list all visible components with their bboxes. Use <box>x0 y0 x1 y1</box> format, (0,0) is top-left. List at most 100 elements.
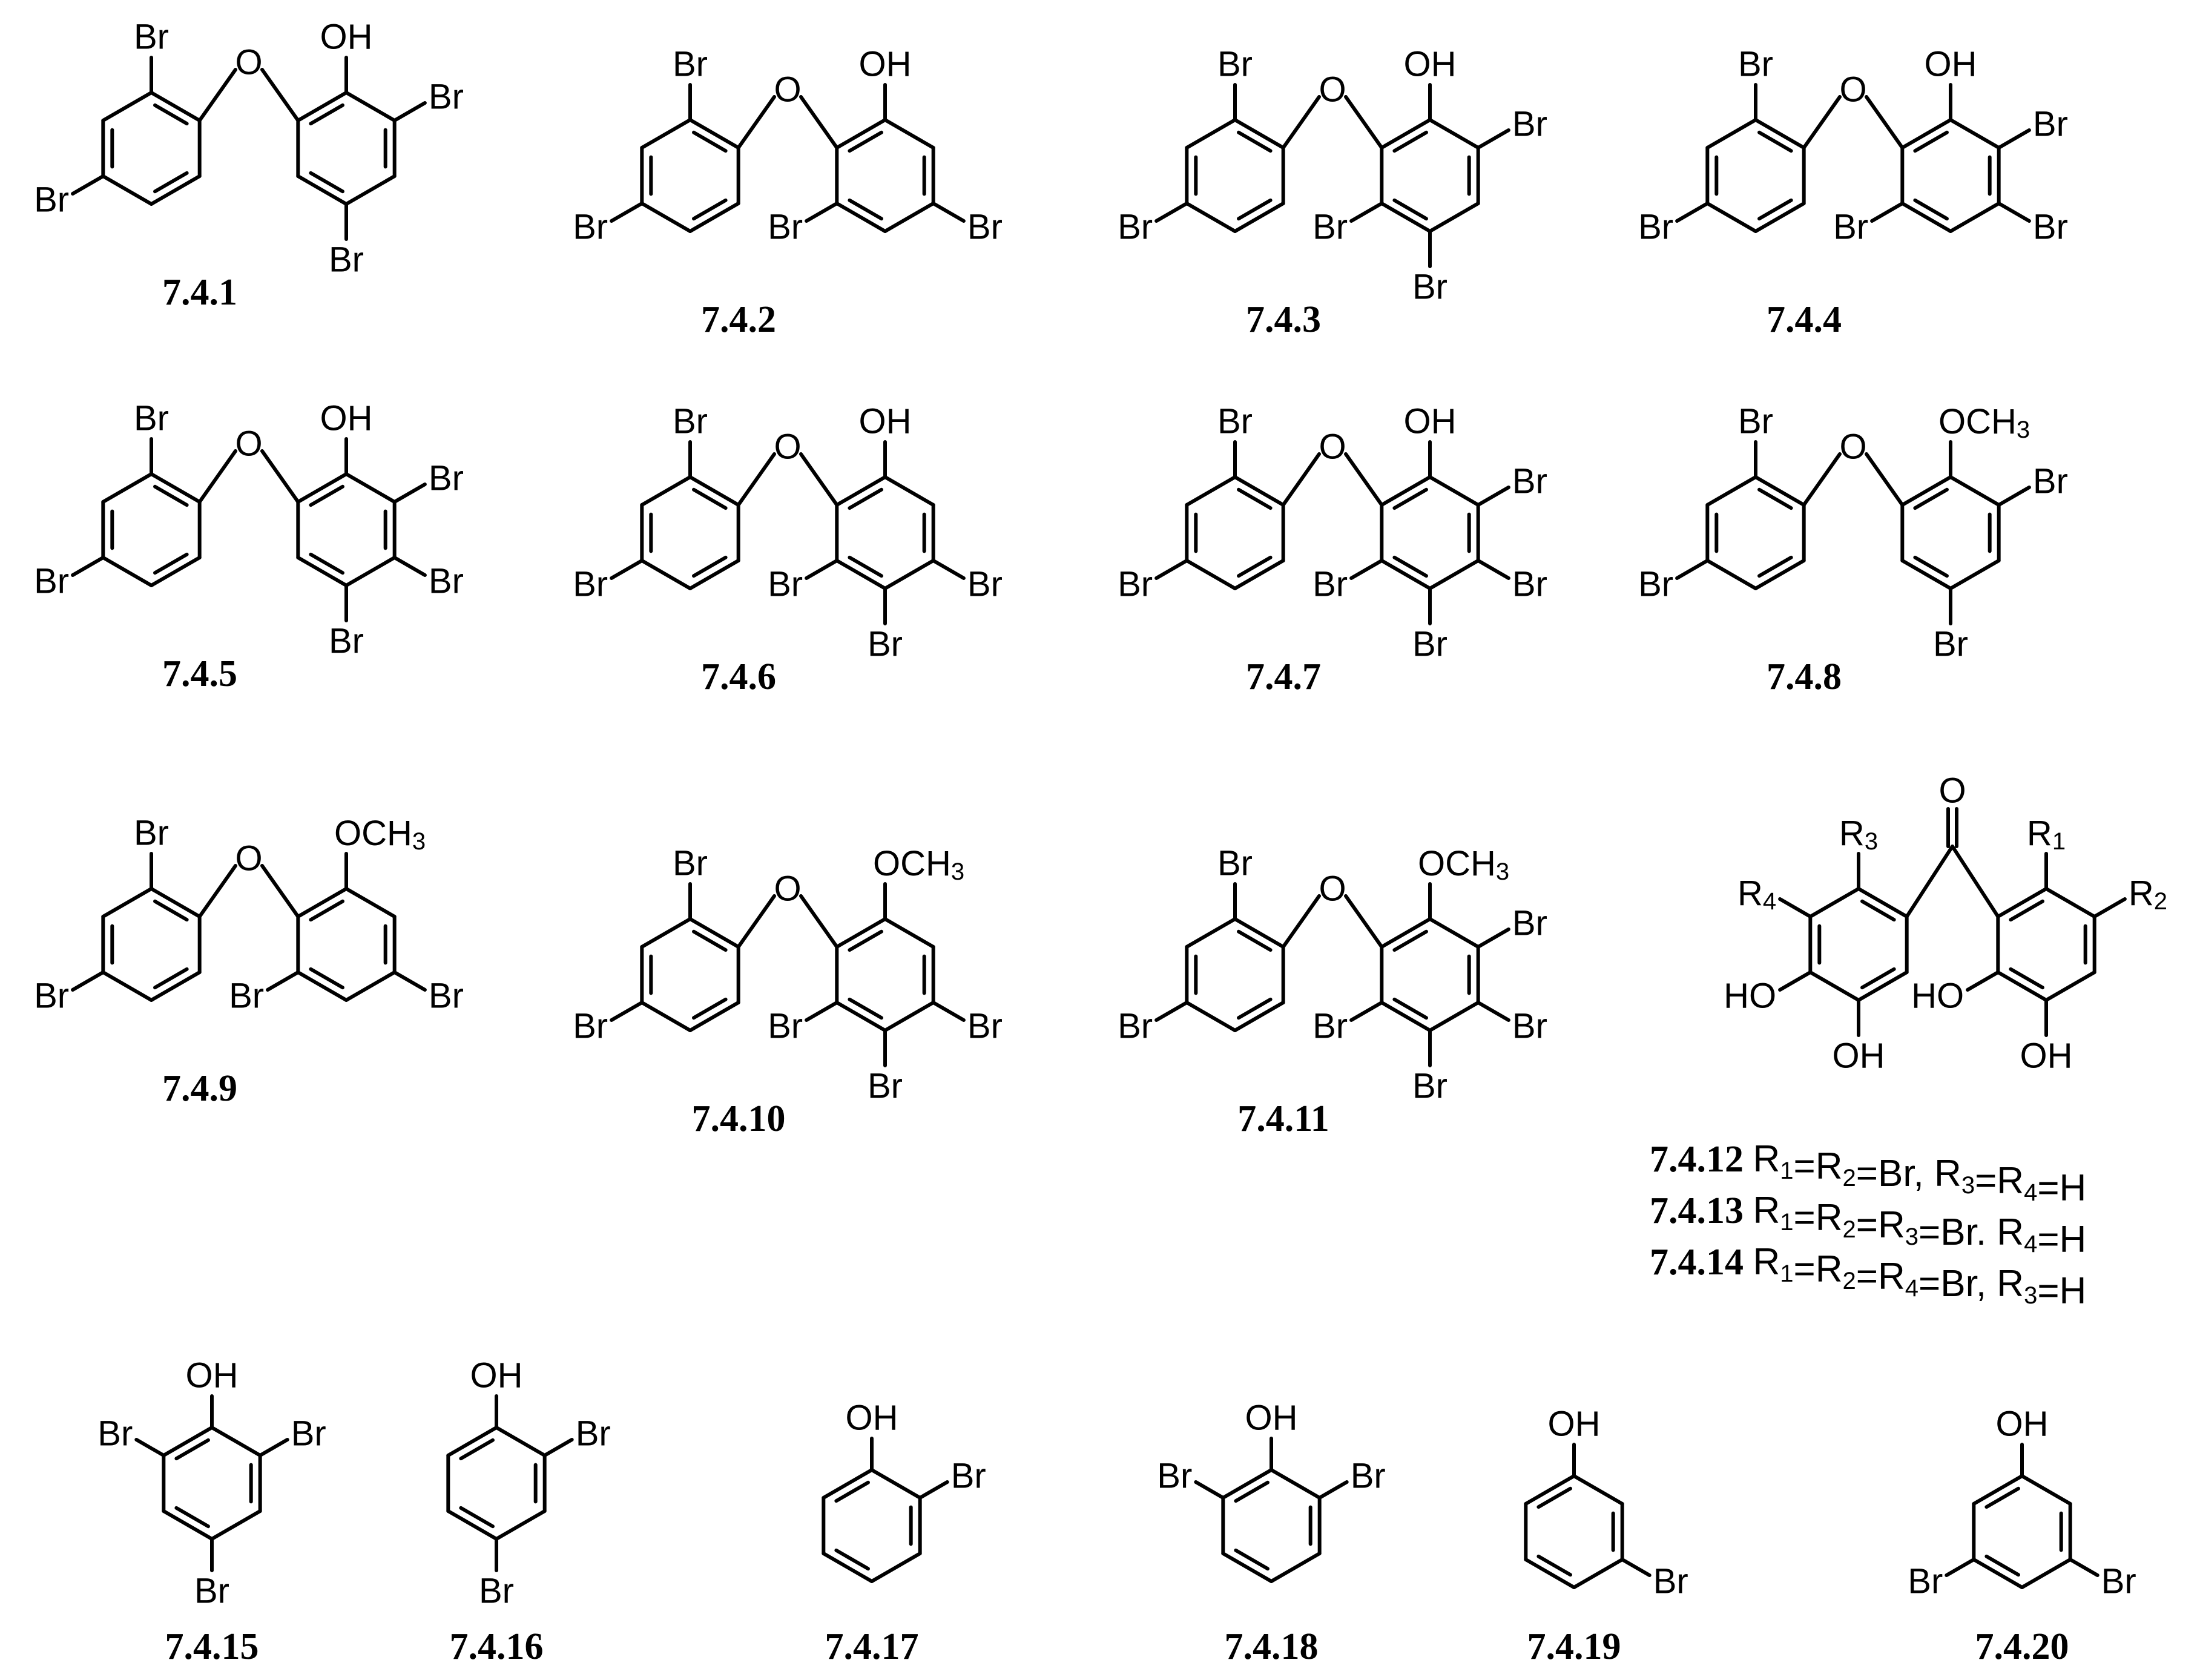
left-ring-double-bond <box>153 552 189 575</box>
left-ring-bond <box>640 1001 692 1032</box>
carbonyl-bond <box>1951 845 2000 918</box>
left-ring-double-bond <box>153 967 189 990</box>
bromo-substituent: Br <box>1118 208 1153 247</box>
left-ring-bond <box>1754 202 1806 233</box>
bromo-substituent: Br <box>1118 565 1153 604</box>
ether-oxygen: O <box>1319 869 1346 909</box>
right-ring-bond <box>344 887 397 918</box>
left-ring-bond <box>1185 475 1237 507</box>
bromo-substituent: Br <box>951 1457 986 1496</box>
compound-id: 7.4.8 <box>1767 656 1842 697</box>
phenol-ring-bond <box>1572 1474 1624 1506</box>
left-ring-bond <box>101 472 153 504</box>
bromo-substituent: Br <box>673 402 708 441</box>
right-ring-double-bond <box>1392 997 1428 1020</box>
ether-bond <box>799 95 839 150</box>
bromo-substituent: Br <box>134 814 169 853</box>
right-ring-double-bond <box>848 929 883 952</box>
left-ring-bond <box>1754 475 1806 507</box>
right-ring-bond <box>296 556 348 587</box>
right-ring-bond <box>1380 202 1432 233</box>
phenol-ring-double-bond <box>1984 1486 2020 1509</box>
phenol-ring-double-bond <box>1984 1554 2020 1577</box>
bromo-substituent: Br <box>1312 565 1348 604</box>
phenol-ring-bond <box>1221 1552 1273 1583</box>
bromo-substituent: Br <box>573 1007 608 1046</box>
ether-oxygen: O <box>235 839 262 878</box>
bromo-substituent: Br <box>1512 105 1547 144</box>
bromo-substituent: Br <box>967 565 1003 604</box>
ether-bond <box>1281 894 1321 949</box>
hydroxyl-substituent: OH <box>1404 45 1457 84</box>
left-ring-bond <box>640 475 692 507</box>
right-ring-bond <box>1380 917 1432 949</box>
phenol-ring-bond <box>822 1468 874 1500</box>
left-ring-bond <box>1857 887 1909 918</box>
left-ring-double-bond <box>1237 929 1273 952</box>
bromo-substituent: Br <box>1638 208 1673 247</box>
bromo-substituent-bond <box>1870 202 1905 223</box>
compound-id: 7.4.6 <box>701 656 776 697</box>
bromo-substituent: Br <box>1738 45 1773 84</box>
bromo-substituent: Br <box>1412 268 1447 307</box>
compound-id: 7.4.7 <box>1246 656 1321 697</box>
compound-id: 7.4.1 <box>162 272 237 313</box>
left-ring-double-bond <box>1757 487 1793 510</box>
right-ring-double-bond <box>1913 130 1949 153</box>
bromo-substituent-bond <box>392 483 427 504</box>
bromo-substituent-bond <box>1349 1001 1384 1022</box>
right-ring-bond <box>344 174 397 206</box>
left-ring-bond <box>1808 970 1860 1002</box>
right-ring-bond <box>344 91 397 122</box>
label-layer: OBrBrOHBrBrOBrBrOHBrBrOBrBrOHBrBrBrOBrBr… <box>34 18 2167 1611</box>
hydroxyl-substituent-bond <box>1966 970 2000 992</box>
bromo-substituent: Br <box>429 77 464 117</box>
r2-substituent-bond <box>2092 897 2127 918</box>
left-ring-bond <box>101 556 153 587</box>
ether-bond <box>799 894 839 949</box>
right-ring-bond <box>1900 202 1952 233</box>
phenol-ring-bond <box>2020 1558 2072 1589</box>
left-ring-double-bond <box>1237 487 1273 510</box>
left-ring-bond <box>688 1001 740 1032</box>
right-ring-double-bond <box>1392 487 1428 510</box>
right-ring-double-bond <box>848 198 883 221</box>
ether-bond <box>260 864 300 918</box>
left-ring-bond <box>688 202 740 233</box>
bromo-substituent-bond <box>71 970 105 992</box>
bromo-substituent-bond <box>1317 1480 1349 1500</box>
bromo-substituent: Br <box>134 399 169 438</box>
hydroxyl-substituent: OH <box>2020 1036 2073 1076</box>
bromo-substituent-bond <box>931 1001 966 1022</box>
ether-oxygen: O <box>774 869 801 909</box>
hydroxyl-substituent: OH <box>1245 1398 1298 1438</box>
left-ring-bond <box>688 917 740 949</box>
compound-id: 7.4.15 <box>165 1626 259 1667</box>
hydroxyl-substituent: OH <box>1996 1405 2049 1444</box>
bromo-substituent: Br <box>1512 565 1547 604</box>
bromo-substituent: Br <box>479 1572 514 1611</box>
right-ring-bond <box>1428 917 1480 949</box>
bromo-substituent-bond <box>610 202 644 223</box>
left-ring-bond <box>101 174 153 206</box>
compound-id: 7.4.19 <box>1527 1626 1621 1667</box>
right-ring-double-bond <box>848 555 883 578</box>
ether-bond <box>1802 452 1842 507</box>
left-ring-double-bond <box>692 487 728 510</box>
methoxy-substituent: OCH3 <box>873 844 964 886</box>
left-ring-bond <box>1233 475 1285 507</box>
left-ring-bond <box>1185 1001 1237 1032</box>
ether-oxygen: O <box>1319 70 1346 110</box>
bromo-substituent: Br <box>2033 462 2068 501</box>
right-ring-double-bond <box>309 484 344 507</box>
bromo-substituent-bond <box>1997 128 2031 150</box>
ether-oxygen: O <box>1839 427 1866 467</box>
methoxy-substituent: OCH3 <box>1418 844 1509 886</box>
hydroxyl-substituent: OH <box>1925 45 1977 84</box>
carbonyl-bond <box>1905 845 1954 918</box>
bromo-substituent: Br <box>768 565 803 604</box>
ether-bond <box>1344 95 1384 150</box>
right-ring-bond <box>1428 202 1480 233</box>
phenol-ring-bond <box>2020 1474 2072 1506</box>
phenol-ring-double-bond <box>459 1438 495 1461</box>
